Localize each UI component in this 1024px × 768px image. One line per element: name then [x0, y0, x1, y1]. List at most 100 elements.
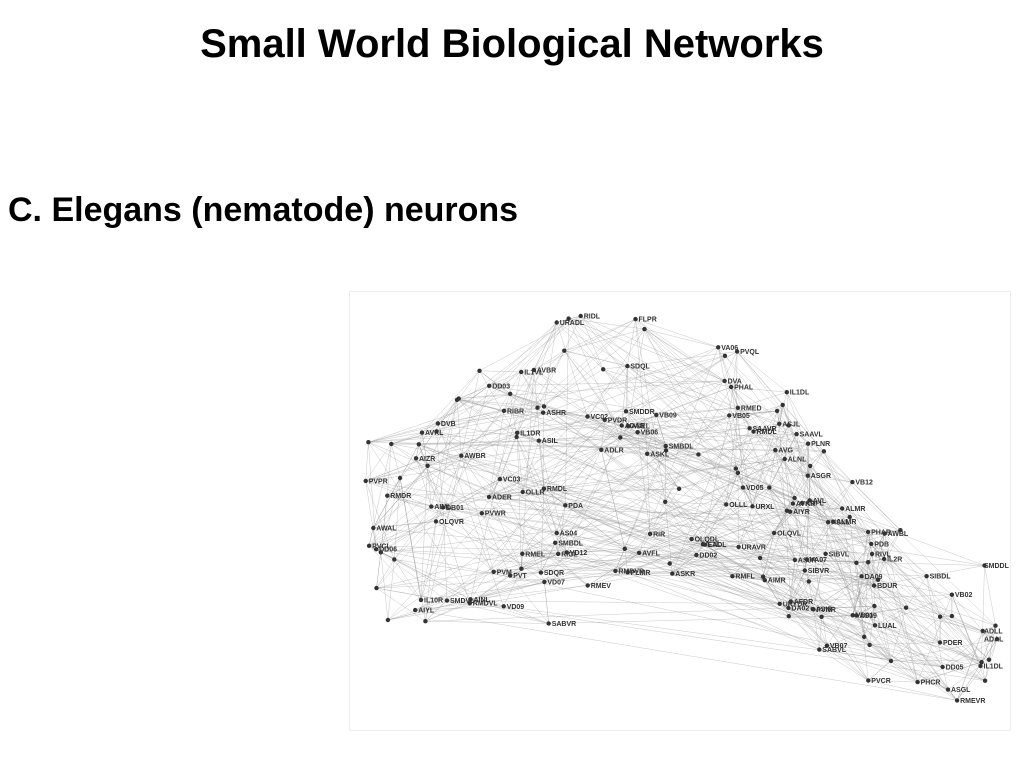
network-edge: [601, 449, 626, 549]
neuron-label: PDER: [943, 640, 962, 647]
neuron-label: PVT: [513, 573, 527, 580]
network-edge: [737, 407, 808, 476]
neuron-node: [802, 568, 807, 573]
neuron-node: [777, 601, 782, 606]
neuron-node: [872, 603, 877, 609]
neuron-node: [535, 405, 540, 410]
network-edge: [852, 614, 943, 668]
network-edge: [784, 458, 791, 512]
network-edge: [380, 495, 388, 553]
neuron-label: IL2L: [706, 542, 721, 549]
network-edge: [387, 495, 943, 668]
network-edge: [493, 568, 522, 573]
network-edge: [373, 322, 557, 529]
network-edge: [522, 437, 621, 493]
neuron-node: [696, 452, 701, 457]
network-edge: [558, 553, 985, 566]
network-edge: [387, 600, 448, 621]
network-edge: [543, 328, 645, 407]
network-edge: [644, 328, 790, 617]
network-edge: [533, 350, 565, 371]
network-edge: [627, 365, 732, 388]
neuron-label: ALMR: [845, 506, 865, 513]
network-edge: [542, 412, 545, 489]
network-edge: [808, 581, 875, 586]
network-edge: [764, 580, 790, 617]
network-edge: [470, 585, 588, 600]
network-edge: [679, 468, 736, 490]
nodes-group: ASJLAIMRASJRAINLASIRALMRPHARPHALPVMPHCRA…: [363, 314, 1010, 705]
network-edge: [516, 369, 535, 433]
network-edge: [625, 411, 666, 447]
network-edge: [981, 625, 996, 663]
network-edge: [786, 392, 834, 522]
network-edge: [503, 410, 853, 483]
network-edge: [568, 318, 853, 483]
network-edge: [488, 488, 680, 498]
neuron-node: [736, 544, 741, 550]
neuron-node: [654, 412, 659, 418]
neuron-node: [392, 557, 397, 562]
network-edge: [637, 355, 726, 433]
neuron-node: [924, 574, 929, 579]
neuron-label: PVWR: [485, 511, 506, 518]
neuron-node: [541, 404, 547, 409]
network-edge: [890, 638, 998, 662]
network-edge: [568, 318, 621, 438]
network-edge: [982, 625, 996, 632]
network-edge: [425, 620, 549, 624]
network-edge: [788, 607, 822, 618]
network-edge: [510, 572, 541, 576]
network-edge: [788, 553, 826, 617]
network-edge: [510, 393, 699, 455]
network-edge: [543, 412, 602, 451]
network-edge: [691, 451, 825, 540]
neuron-node: [413, 456, 419, 461]
neuron-node: [599, 447, 604, 452]
network-edge: [790, 601, 918, 683]
neuron-node: [982, 563, 987, 568]
neuron-node: [888, 658, 894, 664]
neuron-node: [486, 494, 492, 500]
network-edge: [868, 680, 958, 701]
network-edge: [446, 600, 780, 605]
neuron-label: PVCR: [871, 678, 890, 685]
neuron-node: [454, 397, 460, 402]
neuron-node: [440, 505, 446, 510]
neuron-node: [433, 519, 439, 524]
neuron-node: [881, 556, 887, 562]
network-edge: [672, 573, 791, 602]
network-edge: [436, 431, 559, 555]
network-edge: [458, 393, 511, 399]
network-edge: [522, 553, 628, 573]
neuron-node: [553, 540, 558, 545]
network-edge: [435, 507, 444, 522]
network-edge: [461, 455, 490, 498]
neuron-node: [538, 570, 544, 575]
neuron-node: [556, 551, 561, 557]
network-edge: [625, 411, 699, 455]
network-edge: [436, 412, 544, 432]
network-edge: [365, 480, 432, 507]
network-edge: [637, 431, 824, 452]
network-edge: [926, 576, 943, 668]
neuron-node: [750, 504, 755, 509]
neuron-label: RMED: [741, 405, 762, 412]
neuron-node: [806, 579, 811, 584]
neuron-node: [429, 504, 434, 509]
neuron-label: ADLL: [984, 628, 1003, 635]
network-edge: [806, 465, 811, 560]
neuron-label: SIBDL: [930, 574, 952, 581]
network-edge: [773, 451, 825, 534]
network-edge: [810, 451, 825, 467]
neuron-node: [986, 657, 992, 662]
network-edge: [544, 552, 567, 583]
neuron-label: BDUR: [877, 583, 897, 590]
neuron-node: [784, 508, 790, 513]
subtitle: C. Elegans (nematode) neurons: [8, 191, 519, 229]
neuron-label: PVQL: [740, 349, 760, 356]
neuron-node: [993, 623, 998, 628]
neuron-node: [520, 551, 525, 556]
network-edge: [580, 315, 725, 382]
network-edge: [679, 472, 738, 490]
